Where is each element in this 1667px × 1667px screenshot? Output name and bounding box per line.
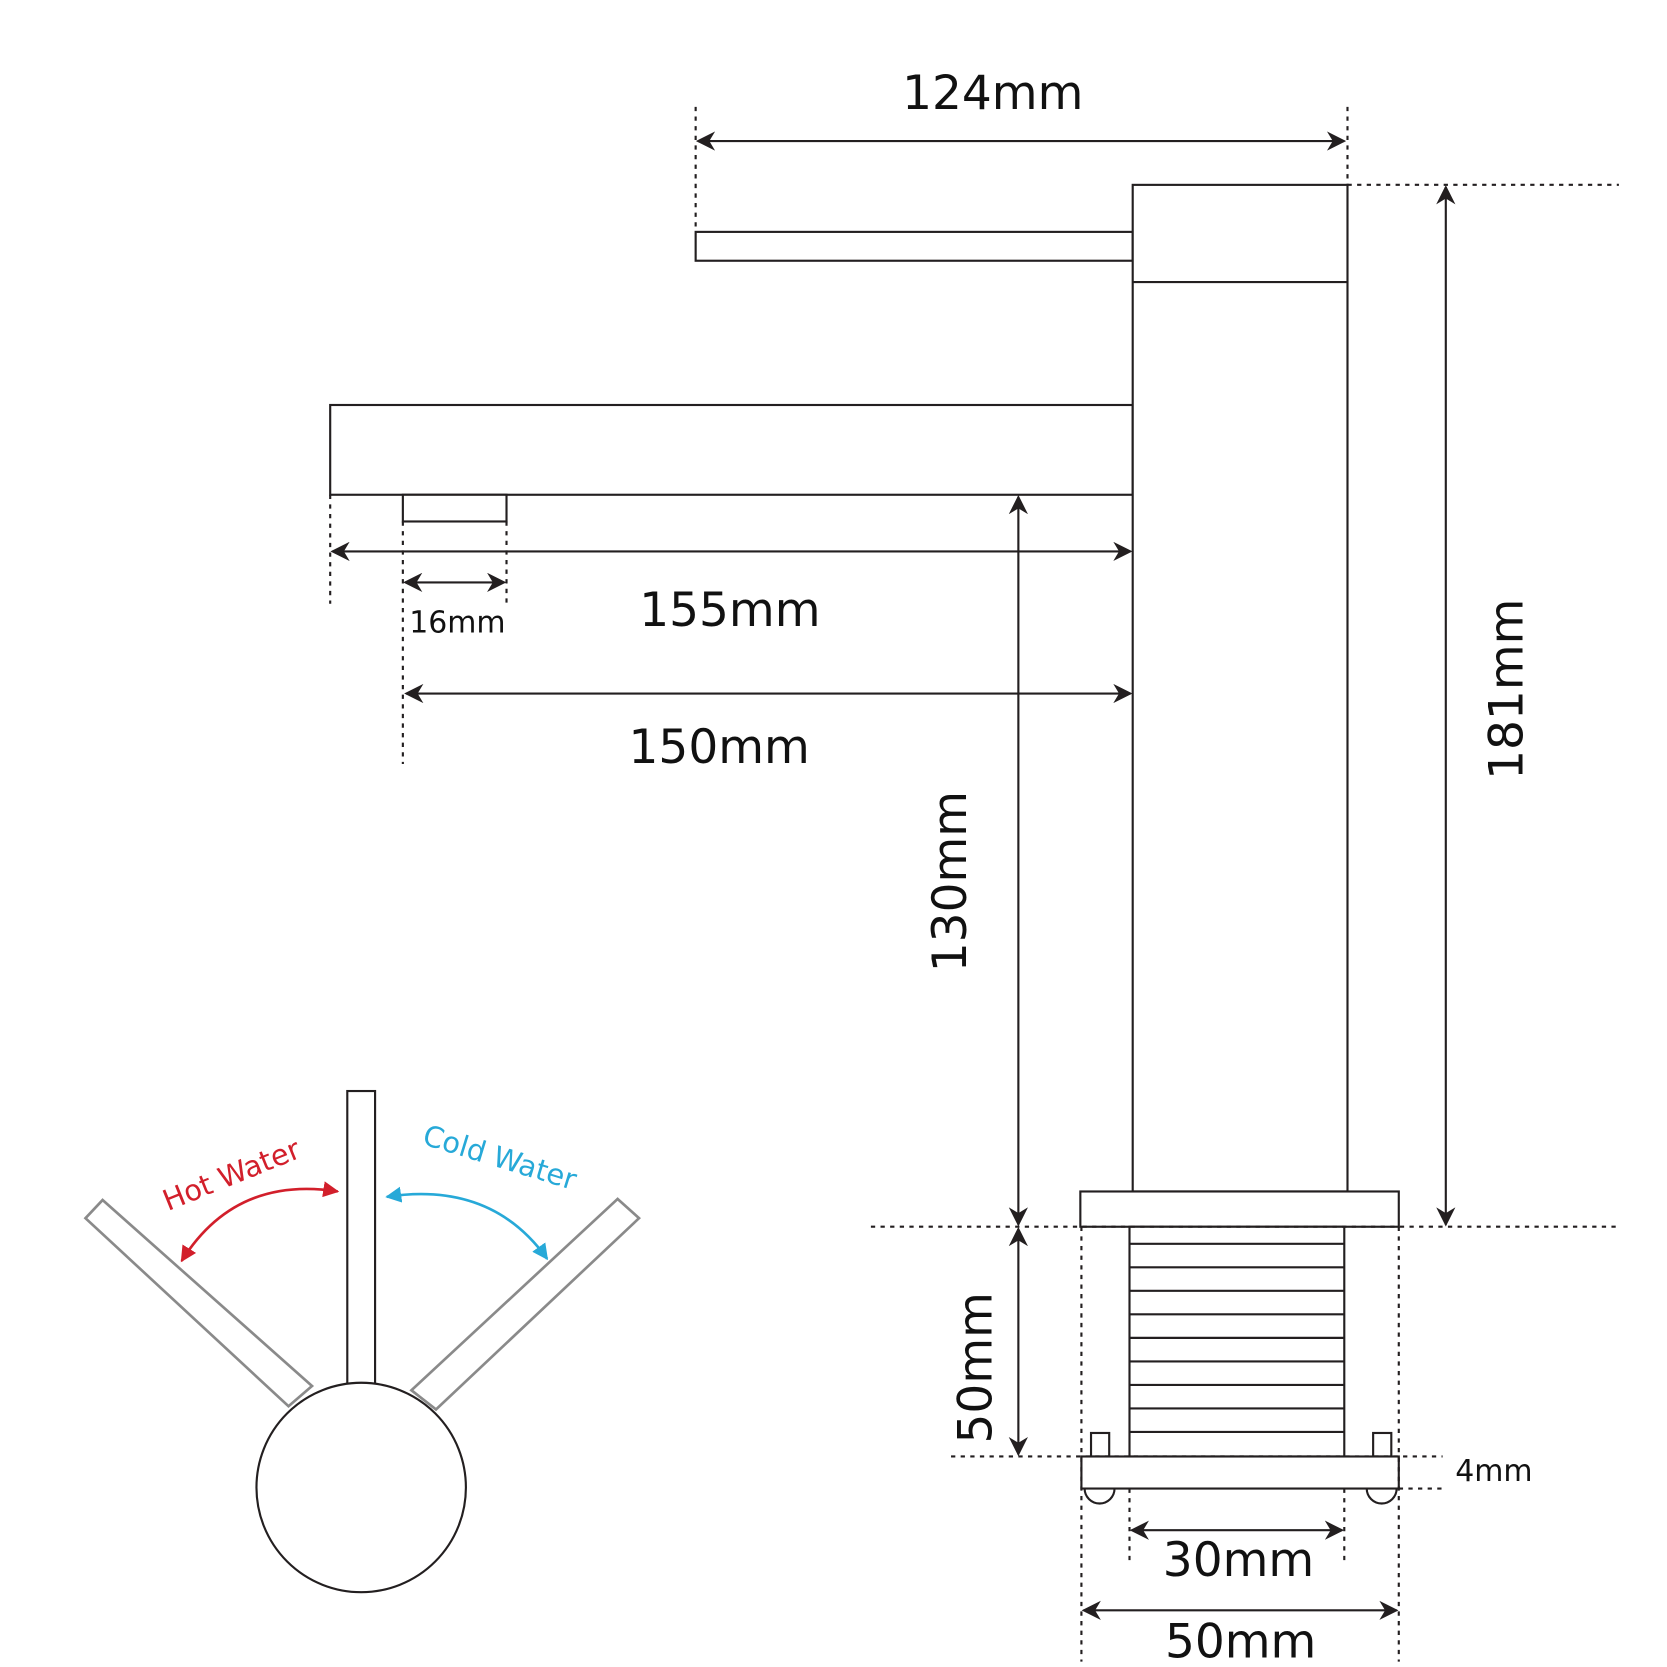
faucet-top-circle: [255, 1381, 467, 1594]
aerator: [401, 493, 508, 523]
threaded-shank: [1128, 1225, 1346, 1458]
faucet-side-view: [329, 183, 1400, 1505]
hot-water-label: Hot Water: [158, 1132, 305, 1218]
right-nut: [1365, 1488, 1398, 1505]
label-16mm: 16mm: [409, 606, 505, 641]
faucet-body: [1131, 183, 1349, 1193]
lever-hot-position: [83, 1198, 315, 1409]
spout: [329, 403, 1134, 496]
label-4mm: 4mm: [1455, 1454, 1532, 1489]
dimension-lines: [330, 131, 1456, 1620]
label-124mm: 124mm: [902, 66, 1083, 121]
label-150mm: 150mm: [629, 720, 810, 775]
label-30mm: 30mm: [1163, 1533, 1314, 1588]
dimension-labels: 124mm 181mm 155mm 16mm 150mm 130mm 50mm …: [409, 66, 1535, 1667]
hot-arrow: [180, 1181, 340, 1263]
cold-water-label: Cold Water: [419, 1118, 581, 1197]
label-50mm-height: 50mm: [949, 1292, 1004, 1443]
handle-lever: [694, 230, 1134, 262]
lever-center-position: [346, 1089, 377, 1385]
left-tab: [1089, 1431, 1111, 1458]
extension-lines: [329, 106, 1619, 1662]
base-flange: [1079, 1190, 1400, 1228]
label-130mm: 130mm: [923, 791, 978, 972]
cold-arrow: [385, 1186, 549, 1261]
label-155mm: 155mm: [639, 583, 820, 638]
lever-cold-position: [409, 1197, 641, 1412]
lever-rotation-diagram: Hot Water Cold Water: [83, 1089, 641, 1594]
left-nut: [1083, 1488, 1116, 1505]
mounting-plate: [1080, 1455, 1400, 1490]
right-tab: [1372, 1431, 1393, 1458]
label-181mm: 181mm: [1480, 599, 1535, 780]
label-50mm-width: 50mm: [1165, 1614, 1316, 1667]
